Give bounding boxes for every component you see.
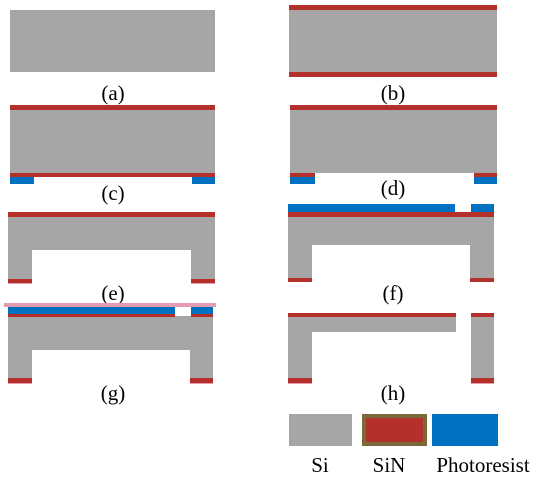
sin-bottom-right — [191, 279, 215, 283]
step-h-cross-section — [288, 313, 494, 384]
si-membrane-frame — [8, 316, 213, 378]
step-b-label: (b) — [381, 81, 406, 105]
step-g-label: (g) — [101, 381, 126, 405]
step-g-cross-section — [4, 303, 216, 384]
step-b-cross-section — [289, 5, 497, 77]
step-c-cross-section — [10, 105, 215, 184]
step-d-cross-section — [290, 105, 497, 184]
step-a-label: (a) — [101, 81, 124, 105]
step-c-label: (c) — [101, 181, 124, 205]
sin-bottom-left — [8, 378, 32, 383]
photoresist-top-left — [8, 307, 175, 314]
sin-bottom-right — [474, 173, 497, 177]
photoresist-top-right — [191, 307, 213, 314]
sin-top-right — [471, 313, 494, 317]
si-membrane-frame — [8, 217, 215, 279]
si-cantilever-left — [288, 317, 456, 378]
photoresist-top-left — [288, 204, 455, 212]
edge-mark-left — [8, 283, 32, 284]
edge-mark-right — [190, 383, 213, 384]
legend-label-sin: SiN — [373, 453, 406, 477]
photoresist-left — [10, 177, 34, 184]
si-substrate — [10, 110, 215, 173]
legend-swatch-si — [289, 414, 352, 446]
sin-top-left — [8, 314, 175, 317]
photoresist-right — [474, 177, 497, 184]
edge-mark-left — [288, 383, 312, 384]
sin-bottom-left — [8, 279, 32, 283]
sin-top-layer — [289, 5, 497, 10]
pink-outline — [4, 303, 216, 307]
legend-label-photoresist: Photoresist — [436, 453, 530, 477]
legend: Si SiN Photoresist — [289, 414, 530, 477]
step-e-label: (e) — [101, 281, 124, 305]
photoresist-right — [192, 177, 215, 184]
sin-bottom-left — [288, 278, 312, 282]
step-a-cross-section — [10, 10, 215, 72]
si-membrane-frame — [288, 217, 494, 278]
sin-top-layer — [8, 212, 215, 217]
legend-swatch-sin-fill — [366, 418, 423, 442]
sin-top-layer — [290, 105, 497, 110]
photoresist-left — [290, 177, 315, 184]
edge-mark-right — [191, 283, 215, 284]
step-d-label: (d) — [381, 176, 406, 200]
sin-top-left — [288, 313, 456, 317]
step-f-cross-section — [288, 204, 494, 282]
legend-swatch-photoresist — [432, 414, 498, 446]
step-e-cross-section — [8, 212, 215, 284]
legend-label-si: Si — [311, 453, 329, 477]
si-substrate — [10, 10, 215, 72]
sin-bottom-left — [288, 378, 312, 383]
sin-bottom-left — [290, 173, 315, 177]
sin-bottom-layer — [289, 72, 497, 77]
sin-bottom-right — [471, 378, 494, 383]
edge-mark-right — [471, 383, 494, 384]
si-substrate — [290, 110, 497, 173]
step-h-label: (h) — [381, 381, 406, 405]
edge-mark-left — [8, 383, 32, 384]
photoresist-top-right — [471, 204, 494, 212]
sin-top-right — [191, 314, 213, 317]
si-pillar-right — [471, 317, 494, 378]
sin-top-layer — [288, 212, 494, 217]
sin-top-layer — [10, 105, 215, 110]
step-f-label: (f) — [383, 281, 404, 305]
sin-bottom-layer — [10, 173, 215, 177]
sin-bottom-right — [470, 278, 494, 282]
sin-bottom-right — [190, 378, 213, 383]
si-substrate — [289, 10, 497, 72]
